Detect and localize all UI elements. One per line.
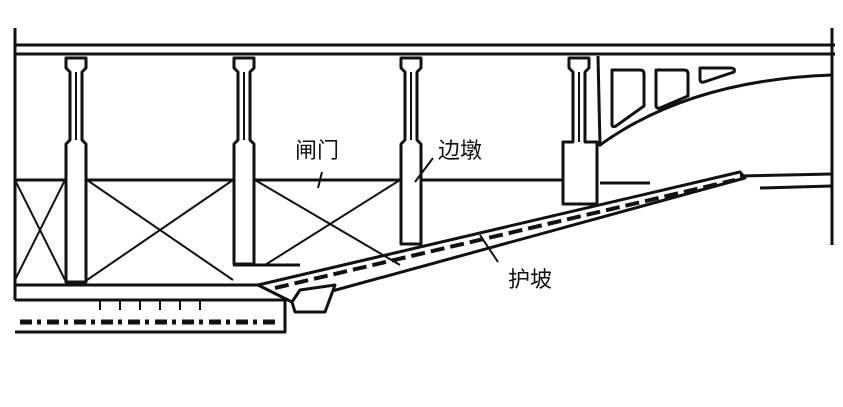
pier-1 — [64, 56, 88, 284]
gate-label: 闸门 — [295, 139, 340, 164]
side-pier — [561, 56, 599, 206]
slope-protection-label: 护坡 — [508, 268, 553, 293]
leader-lines — [317, 157, 499, 263]
arch — [596, 55, 833, 147]
gate-frame-lines — [15, 172, 833, 190]
piers — [64, 56, 599, 284]
side-pier-label: 边墩 — [438, 139, 483, 164]
pier-2 — [232, 56, 256, 266]
bridge-deck — [15, 43, 835, 56]
floor-slab — [15, 283, 287, 334]
pier-3 — [399, 56, 423, 246]
gates — [14, 179, 401, 281]
slope-protection — [256, 170, 747, 314]
